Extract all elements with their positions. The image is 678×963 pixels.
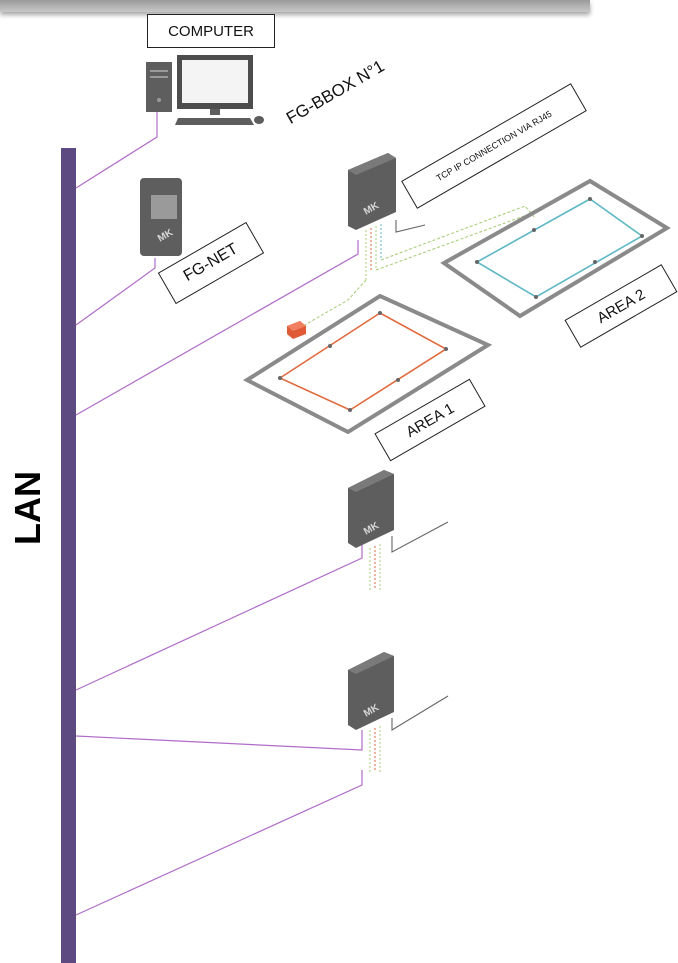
lan-link-bbox-1 bbox=[75, 240, 359, 416]
data-cable-stubs bbox=[365, 224, 382, 772]
area2-zone bbox=[440, 178, 671, 319]
lan-bus bbox=[61, 148, 76, 963]
lan-link-computer bbox=[75, 112, 158, 189]
lan-label-text: LAN bbox=[7, 471, 48, 545]
device-network-leads bbox=[391, 220, 449, 731]
computer-label-text: COMPUTER bbox=[168, 22, 254, 40]
fg-net-device-icon: MK bbox=[140, 178, 182, 256]
computer-icon bbox=[146, 55, 264, 125]
top-shadow-bar bbox=[0, 0, 590, 12]
lan-label: LAN bbox=[7, 468, 48, 548]
lan-links bbox=[75, 112, 363, 916]
fg-bbox-device-icon: MK bbox=[348, 652, 394, 730]
sensor-icon bbox=[287, 321, 306, 339]
fg-bbox-device-icon: MK bbox=[348, 153, 396, 230]
lan-link-bbox-2 bbox=[75, 545, 363, 691]
lan-link-bbox-4 bbox=[75, 770, 363, 916]
data-lines bbox=[299, 205, 536, 329]
area1-zone bbox=[242, 293, 493, 435]
lan-link-fg-net bbox=[75, 258, 156, 326]
lan-link-bbox-3 bbox=[75, 730, 363, 751]
computer-label: COMPUTER bbox=[147, 14, 275, 48]
fg-bbox-device-icon: MK bbox=[348, 470, 394, 548]
